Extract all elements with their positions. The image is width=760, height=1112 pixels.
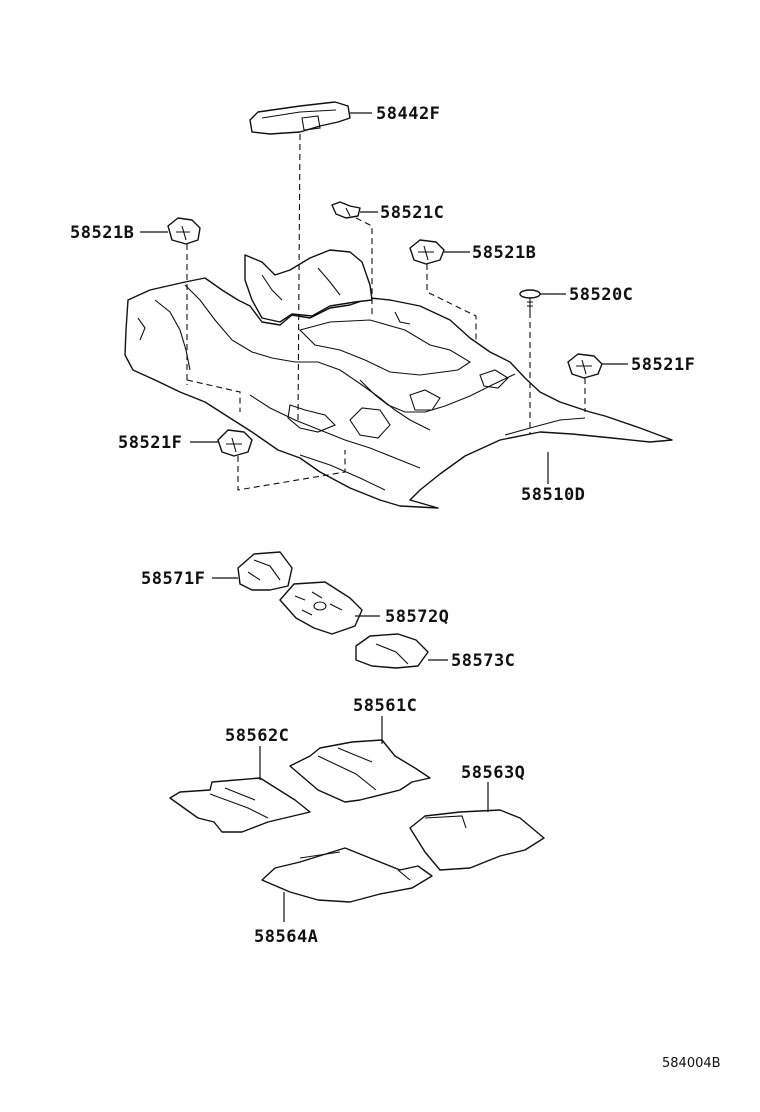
label-58561C: 58561C (353, 696, 417, 716)
label-58564A: 58564A (254, 927, 318, 947)
label-58562C: 58562C (225, 726, 289, 746)
reference-code: 584004B (662, 1056, 721, 1071)
label-58520C: 58520C (569, 285, 633, 305)
pad-58571F (237, 551, 293, 591)
label-58521B-right: 58521B (472, 243, 536, 263)
clip-58521B-right (409, 239, 445, 265)
clip-58521B-left (167, 217, 201, 245)
mat-58562C (169, 777, 311, 833)
install-line-58521F-left (237, 450, 346, 491)
label-58573C: 58573C (451, 651, 515, 671)
install-line-58521B-right (426, 264, 477, 340)
install-line-58442F (297, 133, 301, 421)
floor-carpet-58510D (124, 249, 673, 509)
label-58521B-left: 58521B (70, 223, 134, 243)
pad-58572Q (279, 581, 363, 635)
label-58571F: 58571F (141, 569, 205, 589)
label-58521C: 58521C (380, 203, 444, 223)
mat-58442F (249, 101, 351, 135)
clip-58521F-left (217, 429, 253, 457)
screw-58520C (519, 289, 541, 312)
pad-58573C (355, 633, 429, 669)
label-58442F: 58442F (376, 104, 440, 124)
label-58521F-right: 58521F (631, 355, 695, 375)
clip-58521C (331, 201, 361, 219)
clip-58521F-right (567, 353, 603, 379)
install-line-box-left (186, 379, 241, 412)
label-58510D: 58510D (521, 485, 585, 505)
mat-58563Q (409, 809, 545, 871)
install-line-58521C (355, 217, 373, 318)
label-58572Q: 58572Q (385, 607, 449, 627)
mat-58561C (289, 739, 431, 803)
label-58563Q: 58563Q (461, 763, 525, 783)
mat-58564A (261, 847, 433, 903)
label-58521F-left: 58521F (118, 433, 182, 453)
